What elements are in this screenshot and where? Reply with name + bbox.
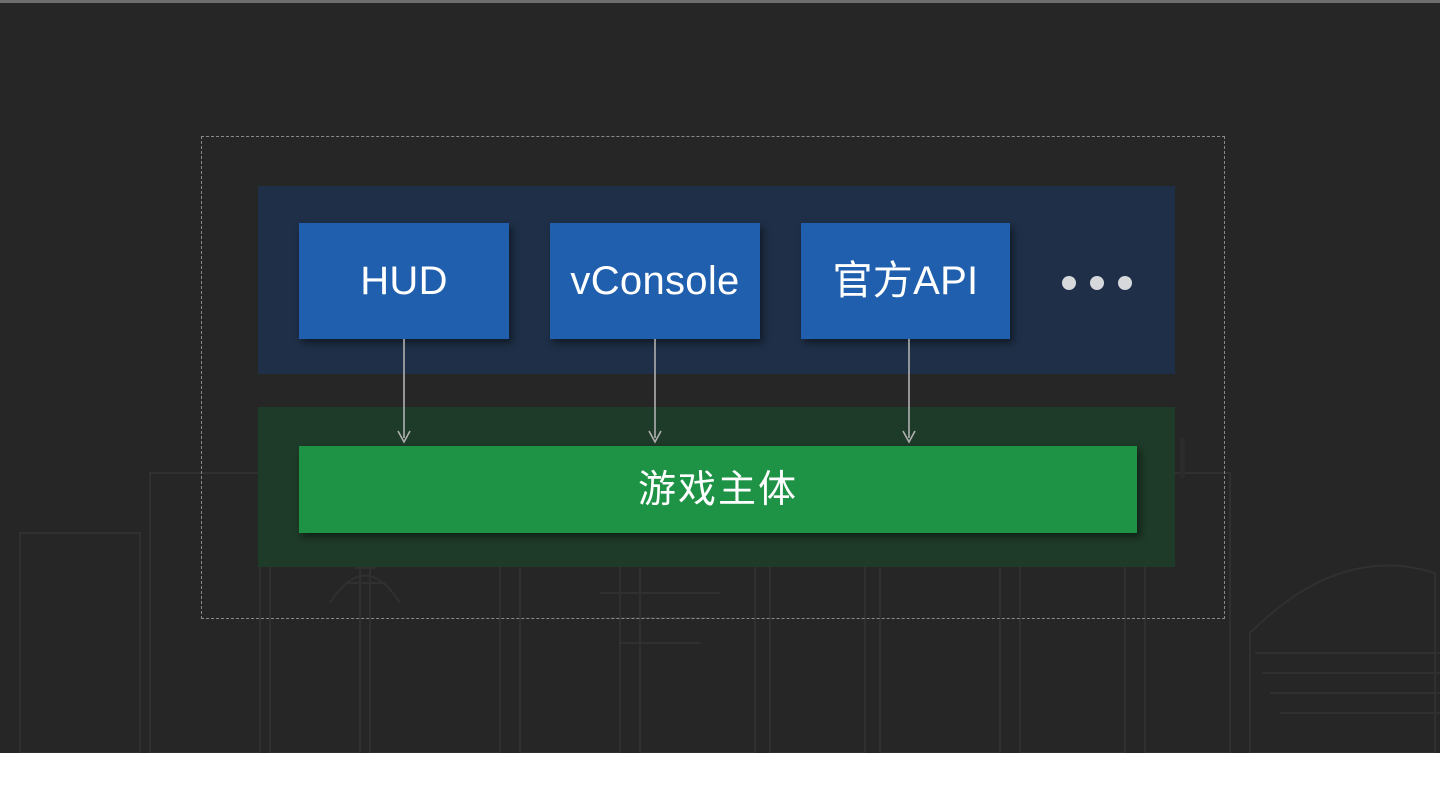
tool-box-vconsole-label: vConsole — [570, 259, 740, 303]
top-rule — [0, 0, 1440, 3]
tool-box-official-api-label: 官方API — [832, 259, 979, 303]
tool-box-hud[interactable]: HUD — [299, 223, 509, 339]
architecture-container-dashed-border — [201, 136, 1225, 619]
dot-icon — [1118, 276, 1132, 290]
dot-icon — [1090, 276, 1104, 290]
tool-box-official-api[interactable]: 官方API — [801, 223, 1010, 339]
tool-box-hud-label: HUD — [360, 259, 448, 303]
game-main-box-label: 游戏主体 — [637, 468, 798, 511]
tool-box-vconsole[interactable]: vConsole — [550, 223, 760, 339]
slide-footer: INTERNATIONAL SOFTWARE DEVELOPMENT CONFE… — [0, 753, 1440, 810]
ellipsis-dots-icon — [1062, 272, 1132, 294]
game-main-box[interactable]: 游戏主体 — [299, 446, 1137, 533]
dot-icon — [1062, 276, 1076, 290]
